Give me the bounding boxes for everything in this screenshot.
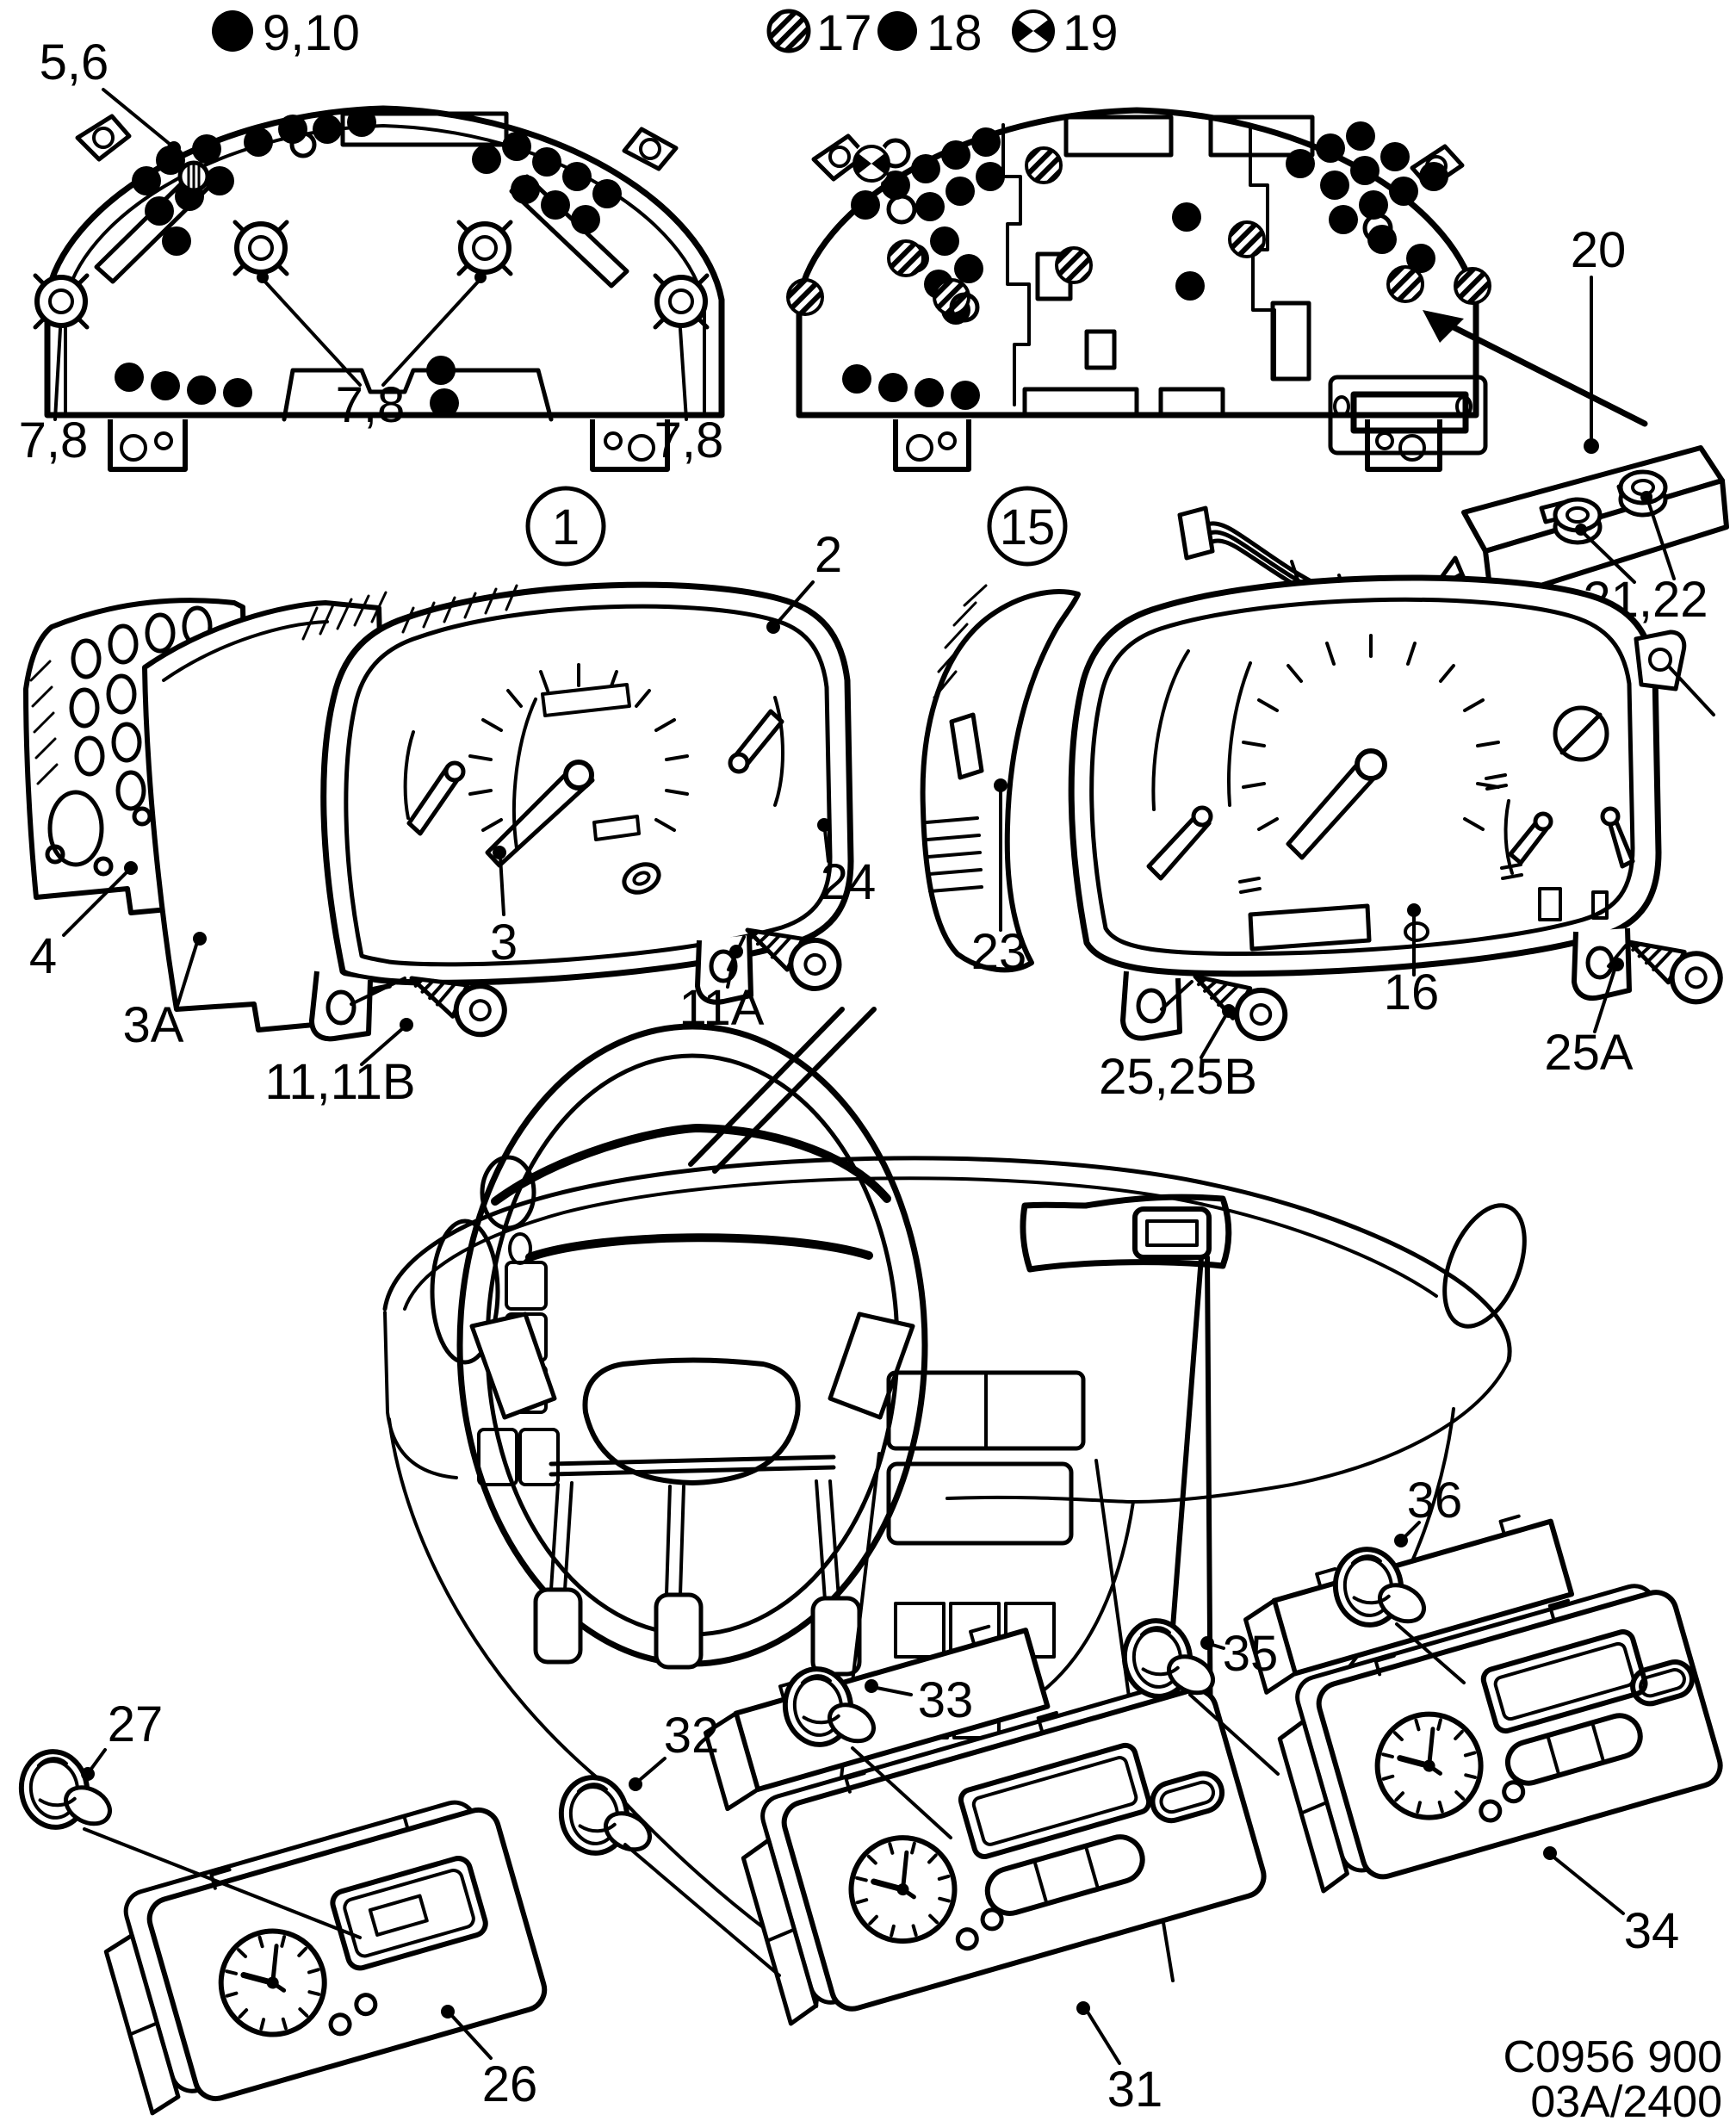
callout-16: 16 (1384, 903, 1440, 1020)
steering-column-stalks (533, 1479, 862, 1677)
speedometer-ticks (468, 663, 689, 832)
legend-label: 9,10 (263, 5, 360, 61)
hatched-circle-icon (766, 9, 811, 53)
callout-35: 35 (1223, 1626, 1279, 1682)
svg-text:7,8: 7,8 (19, 412, 89, 468)
screw-25A (1618, 921, 1729, 1010)
svg-text:24: 24 (821, 854, 877, 910)
lens-2-and-cluster-3 (320, 581, 854, 986)
callout-5-6: 5,6 (40, 34, 181, 155)
callout-36: 36 (1407, 1473, 1463, 1529)
bulb-position-open (289, 131, 317, 158)
callout-32: 32 (664, 1708, 720, 1764)
bulb-positions-hatched (786, 146, 1491, 316)
assembly-marker-15: 15 (987, 486, 1068, 567)
instrument-cluster-in-dash (491, 1123, 891, 1265)
module-bulb-socket (1553, 497, 1603, 545)
legend-bulb-types-right: 17 18 19 (766, 5, 1119, 61)
callout-11-11B: 11,11B (264, 1018, 416, 1110)
bulb-socket-5-6 (180, 163, 208, 190)
edition-code: 03A/2400 (1530, 2077, 1722, 2127)
steering-wheel (456, 1023, 928, 1667)
callout-31: 31 (1107, 2062, 1163, 2118)
clock-panel-unit-31: 31 (703, 1624, 1267, 2118)
mounting-ear (1120, 970, 1182, 1041)
panel-bulb-36: 36 (1330, 1473, 1466, 1684)
mounting-ear (1634, 629, 1687, 691)
svg-text:7,8: 7,8 (336, 377, 406, 433)
svg-text:3: 3 (490, 915, 518, 970)
callout-25A: 25A (1544, 958, 1634, 1081)
svg-text:2: 2 (815, 527, 842, 583)
svg-text:1: 1 (552, 499, 580, 555)
mounting-ear (1572, 927, 1632, 1001)
exploded-cluster-right: 24 23 16 25,25B 25A (817, 574, 1729, 1105)
twist-socket (235, 222, 287, 274)
svg-text:7,8: 7,8 (654, 412, 724, 468)
panel-bulb-33: 33 (780, 1661, 974, 1839)
cluster-16 (1068, 574, 1662, 977)
clock-panel-unit-26: 26 (103, 1800, 548, 2116)
svg-text:25,25B: 25,25B (1099, 1049, 1257, 1105)
svg-text:3A: 3A (123, 997, 184, 1053)
bulb-positions-filled (842, 121, 1448, 410)
callout-4: 4 (29, 861, 138, 984)
legend-label: 17 (816, 5, 872, 61)
callout-33: 33 (918, 1672, 974, 1728)
callout-24: 24 (817, 818, 876, 910)
filled-circle-icon (212, 10, 253, 52)
cluster-location-line (712, 1007, 877, 1174)
pointer-arrow (1423, 310, 1648, 427)
bulb-positions-open (880, 138, 1393, 323)
callout-25-25B: 25,25B (1099, 1004, 1257, 1105)
bulb-positions-filled (115, 108, 622, 418)
svg-text:25A: 25A (1544, 1025, 1634, 1081)
exploded-cluster-left: 2 4 3A 3 11,11B 11A (23, 527, 854, 1110)
twist-socket (459, 222, 511, 274)
drawing-code: C0956 900 (1504, 2032, 1722, 2082)
callout-34: 34 (1624, 1903, 1680, 1959)
panel-bulb-35: 35 (1119, 1613, 1280, 1776)
legend-label: 18 (927, 5, 983, 61)
sid-display-in-dash (1020, 1194, 1232, 1273)
svg-text:5,6: 5,6 (40, 34, 109, 90)
callout-2: 2 (766, 527, 842, 634)
bulb-position-quartered (852, 141, 890, 186)
cluster-pcb-rear-left (35, 105, 725, 472)
mounting-ear (309, 970, 373, 1042)
quartered-circle-icon (1012, 5, 1055, 57)
callout-3A: 3A (123, 932, 207, 1053)
legend-bulb-9-10: 9,10 (212, 5, 360, 61)
callout-26: 26 (482, 2056, 538, 2112)
callout-3: 3 (490, 846, 518, 970)
callouts-7-8: 7,8 7,8 7,8 (19, 271, 724, 468)
cluster-pcb-rear-right (786, 107, 1648, 472)
drawing-code-block: C0956 900 03A/2400 (1504, 2032, 1722, 2127)
sid-connector-slot (1328, 375, 1488, 456)
svg-text:11,11B: 11,11B (264, 1054, 415, 1110)
svg-text:4: 4 (29, 928, 57, 984)
panel-bulb-32: 32 (556, 1708, 781, 1977)
legend-label: 19 (1063, 5, 1119, 61)
tachometer-ticks (1242, 634, 1500, 831)
callout-20: 20 (1571, 222, 1627, 278)
cluster-location-line (688, 1007, 845, 1167)
svg-text:16: 16 (1384, 964, 1440, 1020)
svg-text:23: 23 (971, 924, 1027, 980)
filled-circle-icon (877, 11, 917, 51)
panel-bulb-27: 27 (16, 1696, 362, 1939)
twist-socket (655, 276, 707, 327)
callout-27: 27 (108, 1696, 164, 1752)
twist-soc¬ket (35, 276, 87, 327)
assembly-marker-1: 1 (525, 486, 606, 567)
callout-23: 23 (971, 778, 1027, 980)
acc-panel-unit-34: 34 (1243, 1514, 1723, 1959)
svg-text:15: 15 (1000, 499, 1056, 555)
